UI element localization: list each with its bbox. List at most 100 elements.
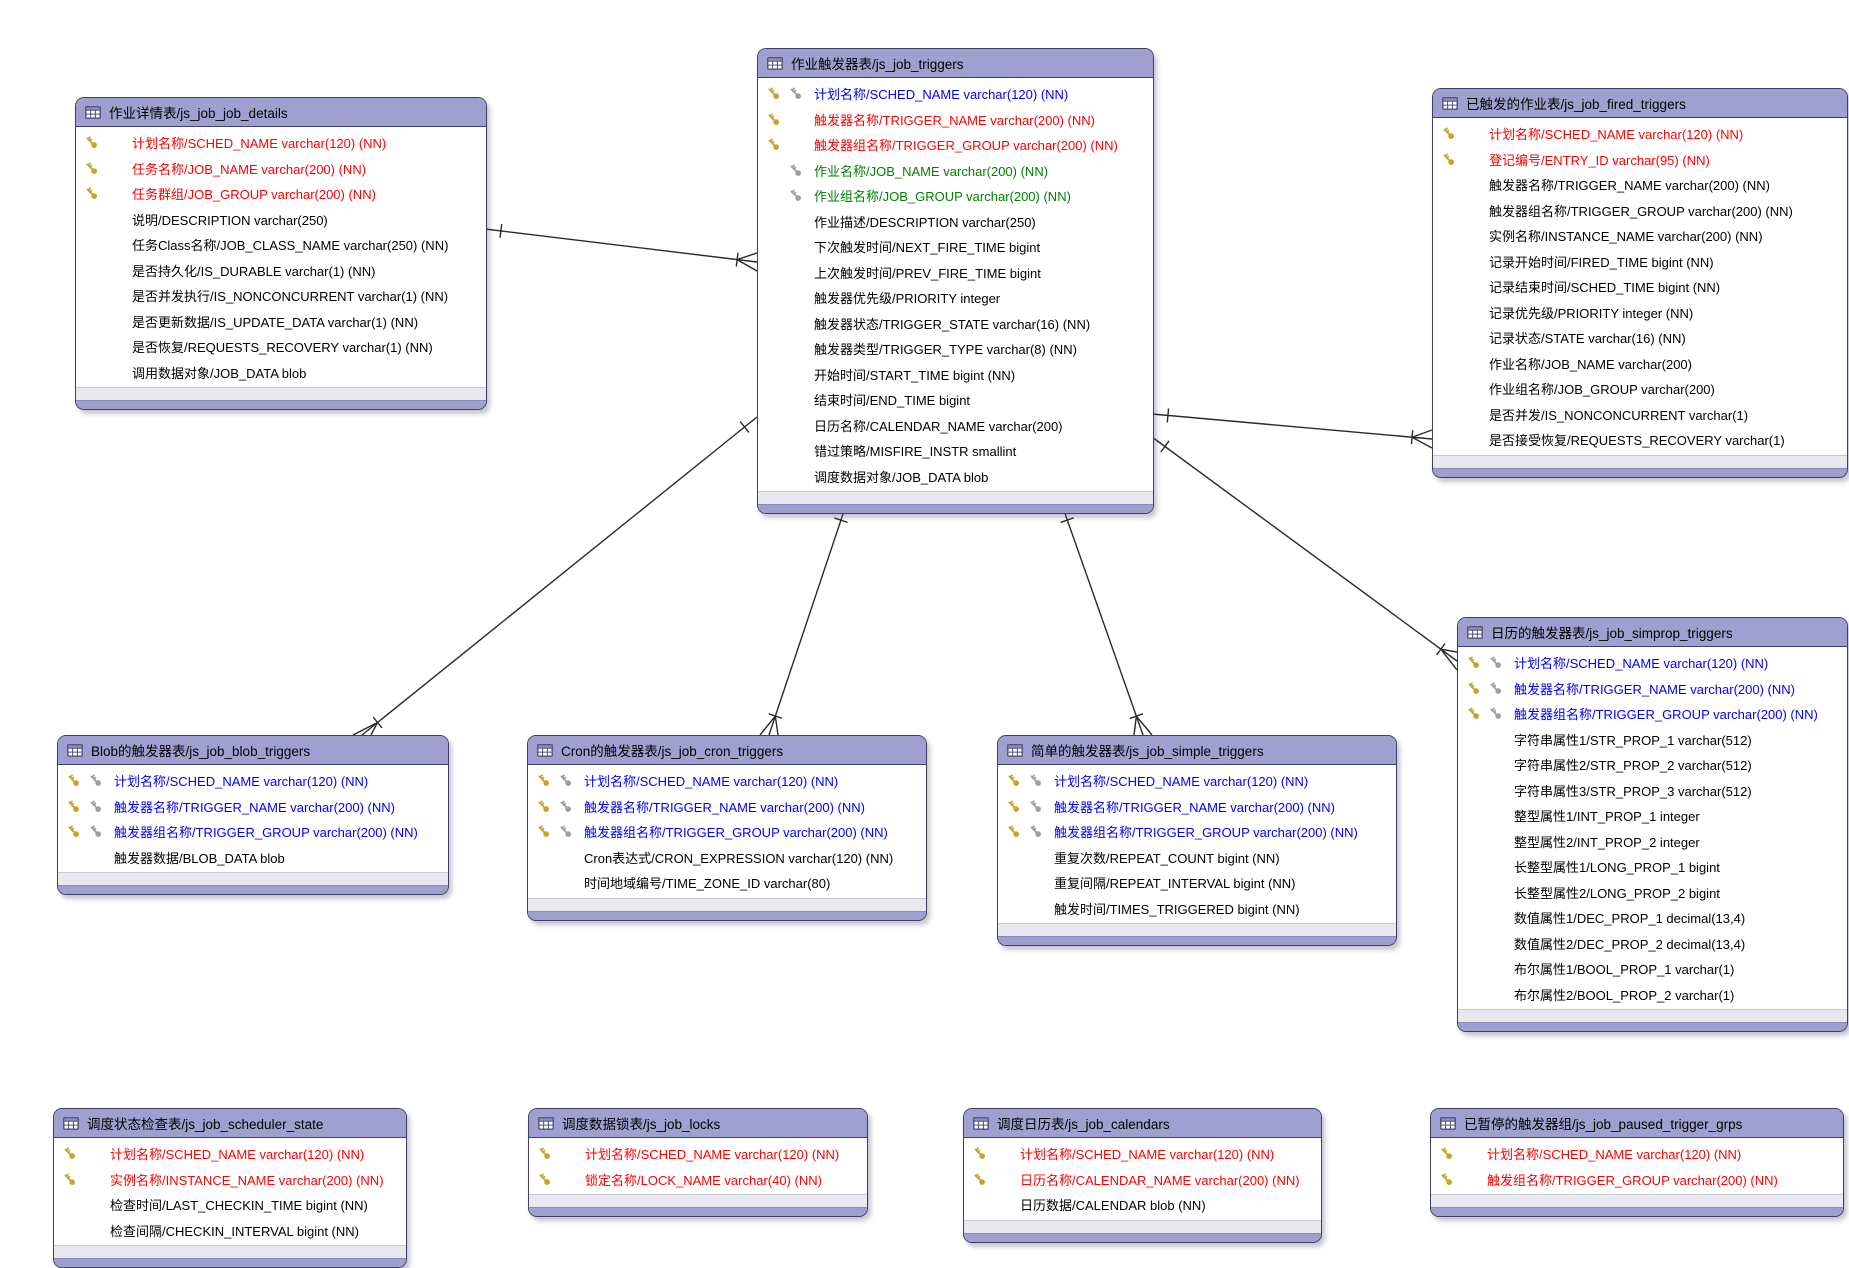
table-scheduler_state[interactable]: 调度状态检查表/js_job_scheduler_state 计划名称/SCHED… — [53, 1108, 407, 1268]
field-row[interactable]: 触发器类型/TRIGGER_TYPE varchar(8) (NN) — [758, 336, 1153, 362]
field-row[interactable]: 长整型属性1/LONG_PROP_1 bigint — [1458, 854, 1847, 880]
field-row[interactable]: 整型属性2/INT_PROP_2 integer — [1458, 829, 1847, 855]
table-header-simple_triggers[interactable]: 简单的触发器表/js_job_simple_triggers — [998, 736, 1396, 765]
table-header-locks[interactable]: 调度数据锁表/js_job_locks — [529, 1109, 867, 1138]
table-header-simprop_triggers[interactable]: 日历的触发器表/js_job_simprop_triggers — [1458, 618, 1847, 647]
field-row[interactable]: 触发器名称/TRIGGER_NAME varchar(200) (NN) — [1458, 676, 1847, 702]
field-row[interactable]: 调度数据对象/JOB_DATA blob — [758, 464, 1153, 490]
field-row[interactable]: 触发器组名称/TRIGGER_GROUP varchar(200) (NN) — [1433, 198, 1847, 224]
field-row[interactable]: 计划名称/SCHED_NAME varchar(120) (NN) — [58, 768, 448, 794]
table-header-fired_triggers[interactable]: 已触发的作业表/js_job_fired_triggers — [1433, 89, 1847, 118]
field-row[interactable]: 检查时间/LAST_CHECKIN_TIME bigint (NN) — [54, 1192, 406, 1218]
field-row[interactable]: 触发器名称/TRIGGER_NAME varchar(200) (NN) — [998, 794, 1396, 820]
field-row[interactable]: 计划名称/SCHED_NAME varchar(120) (NN) — [964, 1141, 1321, 1167]
field-row[interactable]: 记录结束时间/SCHED_TIME bigint (NN) — [1433, 274, 1847, 300]
field-row[interactable]: 布尔属性1/BOOL_PROP_1 varchar(1) — [1458, 956, 1847, 982]
table-header-calendars[interactable]: 调度日历表/js_job_calendars — [964, 1109, 1321, 1138]
field-row[interactable]: 数值属性1/DEC_PROP_1 decimal(13,4) — [1458, 905, 1847, 931]
field-row[interactable]: 触发器优先级/PRIORITY integer — [758, 285, 1153, 311]
table-header-paused_trigger_grps[interactable]: 已暂停的触发器组/js_job_paused_trigger_grps — [1431, 1109, 1843, 1138]
table-calendars[interactable]: 调度日历表/js_job_calendars 计划名称/SCHED_NAME va… — [963, 1108, 1322, 1243]
field-row[interactable]: 布尔属性2/BOOL_PROP_2 varchar(1) — [1458, 982, 1847, 1008]
field-row[interactable]: 日历数据/CALENDAR blob (NN) — [964, 1192, 1321, 1218]
field-row[interactable]: 字符串属性2/STR_PROP_2 varchar(512) — [1458, 752, 1847, 778]
field-row[interactable]: 计划名称/SCHED_NAME varchar(120) (NN) — [528, 768, 926, 794]
table-paused_trigger_grps[interactable]: 已暂停的触发器组/js_job_paused_trigger_grps 计划名称/… — [1430, 1108, 1844, 1217]
field-row[interactable]: 实例名称/INSTANCE_NAME varchar(200) (NN) — [1433, 223, 1847, 249]
field-row[interactable]: 触发器组名称/TRIGGER_GROUP varchar(200) (NN) — [528, 819, 926, 845]
field-row[interactable]: 触发器数据/BLOB_DATA blob — [58, 845, 448, 871]
field-row[interactable]: 锁定名称/LOCK_NAME varchar(40) (NN) — [529, 1167, 867, 1193]
field-row[interactable]: 记录状态/STATE varchar(16) (NN) — [1433, 325, 1847, 351]
field-row[interactable]: 重复次数/REPEAT_COUNT bigint (NN) — [998, 845, 1396, 871]
field-row[interactable]: 触发器名称/TRIGGER_NAME varchar(200) (NN) — [1433, 172, 1847, 198]
field-row[interactable]: 触发时间/TIMES_TRIGGERED bigint (NN) — [998, 896, 1396, 922]
field-row[interactable]: 计划名称/SCHED_NAME varchar(120) (NN) — [998, 768, 1396, 794]
table-header-blob_triggers[interactable]: Blob的触发器表/js_job_blob_triggers — [58, 736, 448, 765]
field-row[interactable]: 数值属性2/DEC_PROP_2 decimal(13,4) — [1458, 931, 1847, 957]
table-simprop_triggers[interactable]: 日历的触发器表/js_job_simprop_triggers 计划名称/SCHE… — [1457, 617, 1848, 1032]
field-row[interactable]: 作业组名称/JOB_GROUP varchar(200) — [1433, 376, 1847, 402]
field-row[interactable]: 触发器名称/TRIGGER_NAME varchar(200) (NN) — [758, 107, 1153, 133]
field-row[interactable]: 时间地域编号/TIME_ZONE_ID varchar(80) — [528, 870, 926, 896]
table-simple_triggers[interactable]: 简单的触发器表/js_job_simple_triggers 计划名称/SCHED… — [997, 735, 1397, 946]
field-row[interactable]: 任务Class名称/JOB_CLASS_NAME varchar(250) (N… — [76, 232, 486, 258]
field-row[interactable]: 触发组名称/TRIGGER_GROUP varchar(200) (NN) — [1431, 1167, 1843, 1193]
table-header-scheduler_state[interactable]: 调度状态检查表/js_job_scheduler_state — [54, 1109, 406, 1138]
table-blob_triggers[interactable]: Blob的触发器表/js_job_blob_triggers 计划名称/SCHED… — [57, 735, 449, 895]
table-fired_triggers[interactable]: 已触发的作业表/js_job_fired_triggers 计划名称/SCHED_… — [1432, 88, 1848, 478]
field-row[interactable]: 是否并发/IS_NONCONCURRENT varchar(1) — [1433, 402, 1847, 428]
field-row[interactable]: 开始时间/START_TIME bigint (NN) — [758, 362, 1153, 388]
field-row[interactable]: 计划名称/SCHED_NAME varchar(120) (NN) — [1458, 650, 1847, 676]
field-row[interactable]: 登记编号/ENTRY_ID varchar(95) (NN) — [1433, 147, 1847, 173]
field-row[interactable]: 作业描述/DESCRIPTION varchar(250) — [758, 209, 1153, 235]
field-row[interactable]: 作业名称/JOB_NAME varchar(200) (NN) — [758, 158, 1153, 184]
field-row[interactable]: 计划名称/SCHED_NAME varchar(120) (NN) — [758, 81, 1153, 107]
field-row[interactable]: 触发器组名称/TRIGGER_GROUP varchar(200) (NN) — [58, 819, 448, 845]
table-header-triggers[interactable]: 作业触发器表/js_job_triggers — [758, 49, 1153, 78]
field-row[interactable]: 是否恢复/REQUESTS_RECOVERY varchar(1) (NN) — [76, 334, 486, 360]
table-cron_triggers[interactable]: Cron的触发器表/js_job_cron_triggers 计划名称/SCHED… — [527, 735, 927, 921]
field-row[interactable]: 记录优先级/PRIORITY integer (NN) — [1433, 300, 1847, 326]
field-row[interactable]: Cron表达式/CRON_EXPRESSION varchar(120) (NN… — [528, 845, 926, 871]
field-row[interactable]: 记录开始时间/FIRED_TIME bigint (NN) — [1433, 249, 1847, 275]
field-row[interactable]: 触发器名称/TRIGGER_NAME varchar(200) (NN) — [528, 794, 926, 820]
field-row[interactable]: 错过策略/MISFIRE_INSTR smallint — [758, 438, 1153, 464]
field-row[interactable]: 触发器组名称/TRIGGER_GROUP varchar(200) (NN) — [1458, 701, 1847, 727]
field-row[interactable]: 结束时间/END_TIME bigint — [758, 387, 1153, 413]
field-row[interactable]: 计划名称/SCHED_NAME varchar(120) (NN) — [1431, 1141, 1843, 1167]
table-job_details[interactable]: 作业详情表/js_job_job_details 计划名称/SCHED_NAME … — [75, 97, 487, 410]
field-row[interactable]: 调用数据对象/JOB_DATA blob — [76, 360, 486, 386]
field-row[interactable]: 触发器名称/TRIGGER_NAME varchar(200) (NN) — [58, 794, 448, 820]
field-row[interactable]: 任务名称/JOB_NAME varchar(200) (NN) — [76, 156, 486, 182]
table-header-cron_triggers[interactable]: Cron的触发器表/js_job_cron_triggers — [528, 736, 926, 765]
field-row[interactable]: 触发器组名称/TRIGGER_GROUP varchar(200) (NN) — [998, 819, 1396, 845]
field-row[interactable]: 作业组名称/JOB_GROUP varchar(200) (NN) — [758, 183, 1153, 209]
field-row[interactable]: 日历名称/CALENDAR_NAME varchar(200) (NN) — [964, 1167, 1321, 1193]
field-row[interactable]: 是否接受恢复/REQUESTS_RECOVERY varchar(1) — [1433, 427, 1847, 453]
field-row[interactable]: 是否持久化/IS_DURABLE varchar(1) (NN) — [76, 258, 486, 284]
field-row[interactable]: 重复间隔/REPEAT_INTERVAL bigint (NN) — [998, 870, 1396, 896]
field-row[interactable]: 整型属性1/INT_PROP_1 integer — [1458, 803, 1847, 829]
field-row[interactable]: 日历名称/CALENDAR_NAME varchar(200) — [758, 413, 1153, 439]
table-triggers[interactable]: 作业触发器表/js_job_triggers 计划名称/SCHED_NAME va… — [757, 48, 1154, 514]
field-row[interactable]: 检查间隔/CHECKIN_INTERVAL bigint (NN) — [54, 1218, 406, 1244]
table-locks[interactable]: 调度数据锁表/js_job_locks 计划名称/SCHED_NAME varch… — [528, 1108, 868, 1217]
field-row[interactable]: 是否更新数据/IS_UPDATE_DATA varchar(1) (NN) — [76, 309, 486, 335]
field-row[interactable]: 计划名称/SCHED_NAME varchar(120) (NN) — [529, 1141, 867, 1167]
field-row[interactable]: 触发器组名称/TRIGGER_GROUP varchar(200) (NN) — [758, 132, 1153, 158]
field-row[interactable]: 触发器状态/TRIGGER_STATE varchar(16) (NN) — [758, 311, 1153, 337]
field-row[interactable]: 字符串属性1/STR_PROP_1 varchar(512) — [1458, 727, 1847, 753]
field-row[interactable]: 计划名称/SCHED_NAME varchar(120) (NN) — [1433, 121, 1847, 147]
field-row[interactable]: 是否并发执行/IS_NONCONCURRENT varchar(1) (NN) — [76, 283, 486, 309]
field-row[interactable]: 长整型属性2/LONG_PROP_2 bigint — [1458, 880, 1847, 906]
field-row[interactable]: 作业名称/JOB_NAME varchar(200) — [1433, 351, 1847, 377]
field-row[interactable]: 任务群组/JOB_GROUP varchar(200) (NN) — [76, 181, 486, 207]
table-header-job_details[interactable]: 作业详情表/js_job_job_details — [76, 98, 486, 127]
field-row[interactable]: 字符串属性3/STR_PROP_3 varchar(512) — [1458, 778, 1847, 804]
field-row[interactable]: 计划名称/SCHED_NAME varchar(120) (NN) — [54, 1141, 406, 1167]
field-row[interactable]: 下次触发时间/NEXT_FIRE_TIME bigint — [758, 234, 1153, 260]
field-row[interactable]: 上次触发时间/PREV_FIRE_TIME bigint — [758, 260, 1153, 286]
field-row[interactable]: 实例名称/INSTANCE_NAME varchar(200) (NN) — [54, 1167, 406, 1193]
field-row[interactable]: 计划名称/SCHED_NAME varchar(120) (NN) — [76, 130, 486, 156]
